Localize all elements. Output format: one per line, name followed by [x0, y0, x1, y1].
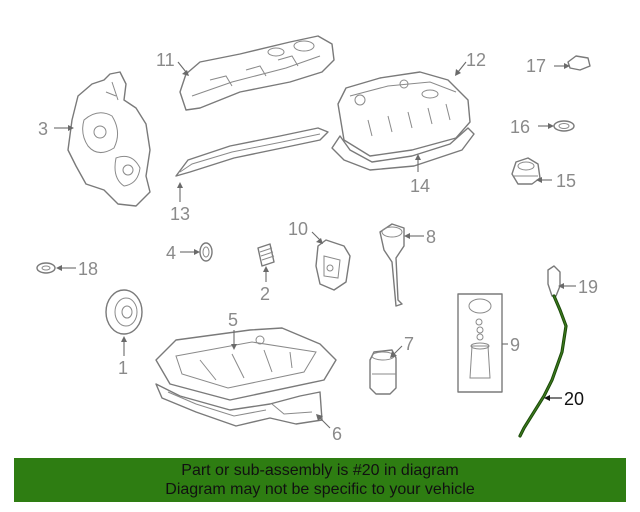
- callout-15[interactable]: 15: [556, 171, 576, 191]
- part-13-valve-cover-gasket-left[interactable]: [175, 127, 329, 177]
- callout-20[interactable]: 20: [564, 389, 584, 409]
- callout-11[interactable]: 11: [156, 50, 175, 70]
- part-12-valve-cover-right[interactable]: [337, 71, 471, 157]
- callout-labels: 3 11 13 12 14 17 16 15 4 2 18 10 8 1 5 6…: [38, 50, 598, 444]
- part-16-seal-ring[interactable]: [553, 120, 575, 132]
- part-19-dipstick-handle[interactable]: [547, 265, 561, 297]
- callout-1[interactable]: 1: [118, 358, 128, 378]
- part-9-filter-kit[interactable]: [457, 293, 503, 393]
- part-7-oil-filter[interactable]: [369, 349, 397, 395]
- callout-18[interactable]: 18: [78, 259, 98, 279]
- part-5-oil-pan-upper[interactable]: [155, 327, 337, 401]
- callout-17[interactable]: 17: [526, 56, 546, 76]
- callout-16[interactable]: 16: [510, 117, 530, 137]
- callout-10[interactable]: 10: [288, 219, 308, 239]
- callout-19[interactable]: 19: [578, 277, 598, 297]
- callout-7[interactable]: 7: [404, 334, 414, 354]
- part-20-dipstick-tube[interactable]: [518, 294, 568, 438]
- banner-line-2: Diagram may not be specific to your vehi…: [165, 481, 475, 498]
- banner-line-1: Part or sub-assembly is #20 in diagram: [181, 462, 459, 479]
- callout-5[interactable]: 5: [228, 310, 238, 330]
- callout-4[interactable]: 4: [166, 243, 176, 263]
- callout-8[interactable]: 8: [426, 227, 436, 247]
- callout-2[interactable]: 2: [260, 284, 270, 304]
- callout-3[interactable]: 3: [38, 119, 48, 139]
- callout-13[interactable]: 13: [170, 204, 190, 224]
- part-1-pulley[interactable]: [105, 289, 143, 335]
- part-10-housing[interactable]: [315, 239, 351, 291]
- part-17-cap[interactable]: [567, 55, 591, 71]
- callout-12[interactable]: 12: [466, 50, 486, 70]
- leader-lines: [54, 61, 576, 429]
- part-11-valve-cover-left[interactable]: [179, 35, 335, 111]
- part-15-cap[interactable]: [511, 157, 541, 185]
- callout-9[interactable]: 9: [510, 335, 520, 355]
- info-banner: Part or sub-assembly is #20 in diagram D…: [14, 458, 626, 502]
- part-3-timing-cover[interactable]: [67, 71, 151, 207]
- part-14-valve-cover-gasket-right[interactable]: [331, 127, 475, 171]
- callout-14[interactable]: 14: [410, 176, 430, 196]
- part-8-oil-filler[interactable]: [379, 223, 405, 307]
- part-18-seal-ring[interactable]: [36, 262, 56, 274]
- part-2-filter[interactable]: [257, 243, 275, 267]
- part-4-seal[interactable]: [199, 242, 213, 262]
- parts-diagram: 3 11 13 12 14 17 16 15 4 2 18 10 8 1 5 6…: [36, 35, 598, 444]
- callout-6[interactable]: 6: [332, 424, 342, 444]
